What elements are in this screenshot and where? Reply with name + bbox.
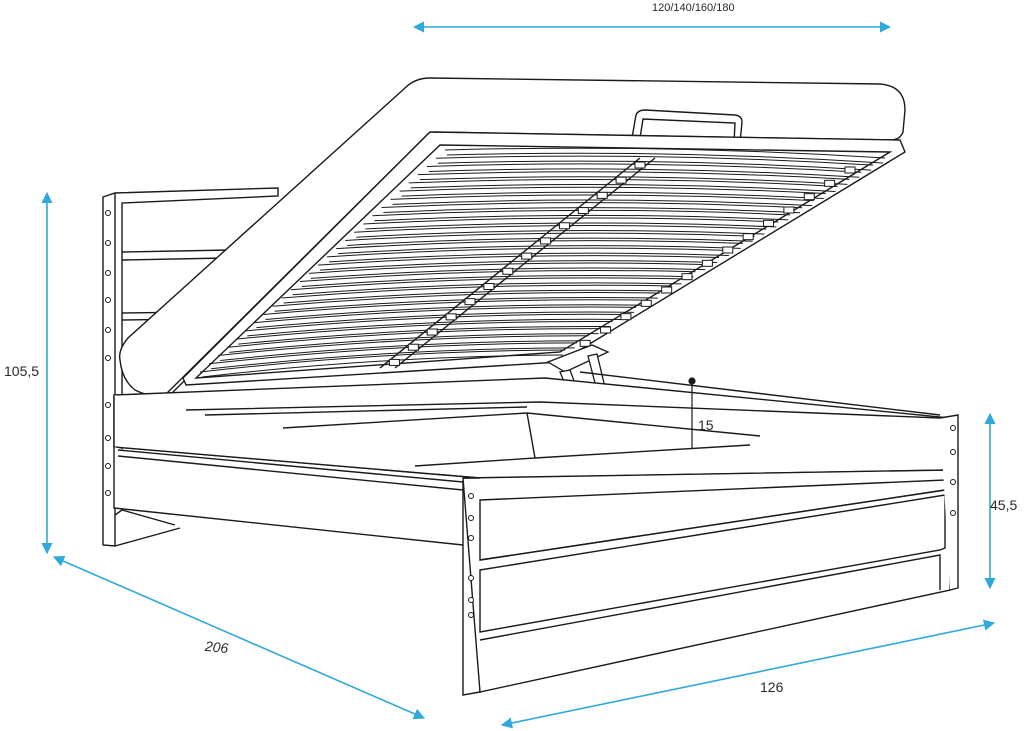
slat-edge bbox=[238, 325, 611, 345]
slat-edge bbox=[319, 260, 718, 271]
slat-edge bbox=[211, 347, 575, 370]
dimension-lines bbox=[41, 21, 996, 729]
slat-clip bbox=[803, 193, 815, 201]
slat-edge bbox=[220, 340, 587, 362]
slat-clip bbox=[701, 259, 713, 267]
slat-clip bbox=[824, 179, 836, 187]
slat-clip bbox=[445, 313, 457, 321]
slat-edge bbox=[419, 176, 848, 185]
slat-edge bbox=[247, 318, 623, 337]
slat-edge bbox=[374, 214, 789, 222]
slat bbox=[363, 217, 779, 225]
slat bbox=[327, 247, 731, 258]
slat bbox=[227, 328, 601, 348]
length-label: 206 bbox=[204, 637, 230, 657]
slat-clip bbox=[540, 237, 552, 245]
slat bbox=[263, 299, 648, 315]
slat-edge bbox=[437, 160, 872, 171]
frame-height-label: 45,5 bbox=[990, 497, 1018, 513]
slat-clip bbox=[615, 176, 627, 184]
slat-clip bbox=[388, 358, 400, 366]
width-options-label: 120/140/160/180 bbox=[652, 2, 735, 14]
slat bbox=[317, 255, 720, 266]
slat bbox=[308, 262, 708, 274]
length-dimension-line bbox=[52, 555, 426, 720]
slat bbox=[417, 171, 850, 180]
slat bbox=[399, 186, 826, 195]
total-height-label: 105,5 bbox=[4, 363, 40, 379]
slat-edge bbox=[301, 274, 694, 288]
slat bbox=[245, 313, 625, 332]
slat-edge bbox=[338, 245, 741, 255]
slat-clip bbox=[722, 246, 734, 254]
slat bbox=[281, 284, 672, 299]
slat bbox=[299, 269, 696, 283]
slat-clip bbox=[763, 219, 775, 227]
storage-depth-label: 15 bbox=[698, 417, 714, 433]
slat-edge bbox=[283, 289, 670, 304]
corner-screws bbox=[468, 425, 956, 618]
slat-clip bbox=[620, 313, 632, 321]
headboard-screws bbox=[105, 210, 111, 496]
slat-clip bbox=[640, 299, 652, 307]
slat bbox=[435, 155, 874, 166]
slat-edge bbox=[356, 230, 765, 238]
slat-clip bbox=[681, 273, 693, 281]
slat-edge bbox=[256, 311, 635, 329]
outer-width-label: 126 bbox=[760, 679, 784, 695]
slat-clips bbox=[388, 161, 856, 366]
slat-clip bbox=[596, 191, 608, 199]
slat bbox=[336, 240, 743, 250]
slat-edge bbox=[428, 168, 860, 178]
slat bbox=[199, 349, 566, 373]
slat bbox=[272, 292, 660, 307]
slat-edge bbox=[383, 207, 801, 214]
slat-clip bbox=[783, 206, 795, 214]
slat bbox=[345, 232, 755, 241]
mattress-handle bbox=[631, 109, 743, 144]
slat-clip bbox=[844, 166, 856, 174]
slat-clip bbox=[600, 326, 612, 334]
slat-edge bbox=[446, 152, 884, 164]
slat bbox=[236, 320, 613, 340]
slat-edge bbox=[401, 191, 824, 200]
slat-clip bbox=[483, 282, 495, 290]
slat-clip bbox=[577, 207, 589, 215]
slat bbox=[381, 202, 803, 209]
slat bbox=[254, 306, 637, 324]
slat-clip bbox=[579, 339, 591, 347]
slat-clip bbox=[464, 298, 476, 306]
slat bbox=[209, 342, 577, 365]
slat-edge bbox=[392, 199, 812, 207]
storage-box bbox=[113, 371, 951, 696]
slat-clip bbox=[558, 222, 570, 230]
depth-indicator bbox=[688, 377, 696, 448]
slat-clip bbox=[742, 233, 754, 241]
slat-edge bbox=[201, 354, 564, 378]
slat bbox=[218, 335, 589, 357]
slat-edge bbox=[365, 222, 777, 230]
slat-edge bbox=[265, 304, 646, 320]
slat-clip bbox=[521, 252, 533, 260]
slat-clip bbox=[661, 286, 673, 294]
slat-clip bbox=[426, 328, 438, 336]
slat bbox=[290, 277, 684, 291]
slat-edge bbox=[410, 184, 836, 192]
slat-clip bbox=[502, 267, 514, 275]
outer-width-dimension-line bbox=[500, 619, 996, 729]
slat-clip bbox=[407, 343, 419, 351]
slat-clip bbox=[634, 161, 646, 169]
slat bbox=[444, 147, 886, 159]
slat-edge bbox=[229, 333, 599, 353]
